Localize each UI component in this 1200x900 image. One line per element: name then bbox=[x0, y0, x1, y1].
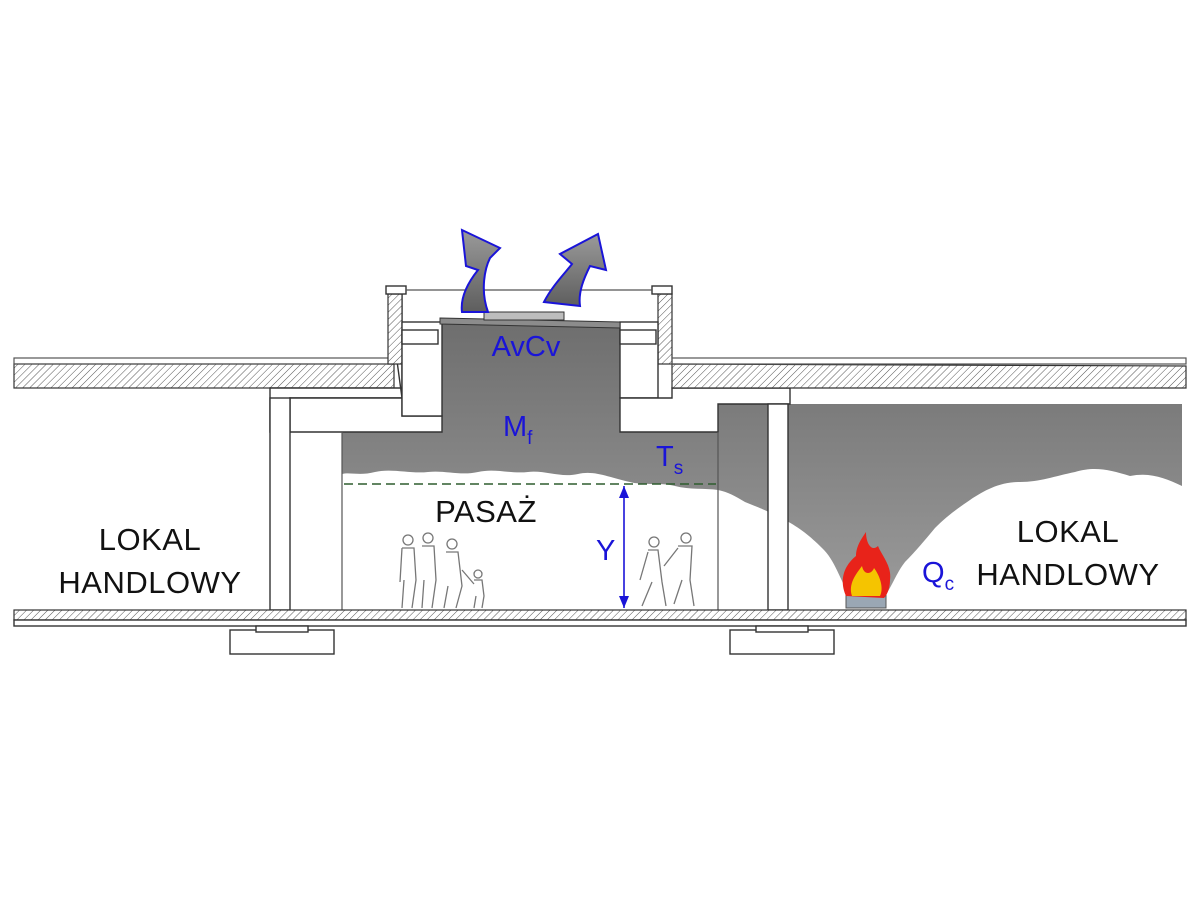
column-right bbox=[767, 403, 789, 611]
smoke-temp-subscript: s bbox=[674, 458, 684, 479]
people-icon bbox=[399, 532, 695, 609]
smoke-cloud bbox=[342, 322, 1182, 596]
smoke-temp-label: Ts bbox=[656, 441, 683, 479]
vent-upstand-right bbox=[651, 285, 673, 295]
roof-slab-right bbox=[671, 363, 1187, 389]
left-room-label-line2: HANDLOWY bbox=[58, 565, 241, 600]
roof-slab-left bbox=[13, 363, 395, 389]
pedestrian-figure bbox=[639, 532, 695, 607]
right-room-label-line1: LOKAL bbox=[1017, 514, 1119, 549]
heat-release-symbol: Q bbox=[922, 557, 945, 589]
pedestrian-figure bbox=[399, 532, 485, 609]
vent-shaft-wall-right bbox=[657, 293, 673, 365]
mass-flow-subscript: f bbox=[527, 428, 533, 449]
vent-area-label: AvCv bbox=[492, 331, 561, 363]
smoke-temp-symbol: T bbox=[656, 441, 674, 473]
smoke-layer bbox=[342, 322, 1182, 596]
mass-flow-label: Mf bbox=[503, 411, 533, 449]
right-room-label-line2: HANDLOWY bbox=[976, 557, 1159, 592]
heat-release-subscript: c bbox=[945, 574, 955, 595]
left-room-label-line1: LOKAL bbox=[99, 522, 201, 557]
vent-actuator bbox=[483, 311, 565, 321]
mass-flow-symbol: M bbox=[503, 411, 527, 443]
column-left bbox=[269, 397, 291, 611]
clear-height-label: Y bbox=[596, 535, 615, 567]
clear-height-dimension bbox=[619, 486, 629, 608]
fire-source bbox=[842, 532, 891, 609]
passage-label: PASAŻ bbox=[435, 494, 537, 529]
heat-release-label: Qc bbox=[922, 557, 954, 595]
foundation-left bbox=[229, 629, 335, 655]
exhaust-arrow-icon bbox=[460, 228, 502, 313]
floor-slab bbox=[13, 609, 1187, 621]
building-structure bbox=[13, 285, 1187, 655]
vent-upstand-left bbox=[385, 285, 407, 295]
exhaust-arrow-icon bbox=[542, 232, 608, 308]
exhaust-arrows bbox=[460, 228, 608, 313]
foundation-right bbox=[729, 629, 835, 655]
